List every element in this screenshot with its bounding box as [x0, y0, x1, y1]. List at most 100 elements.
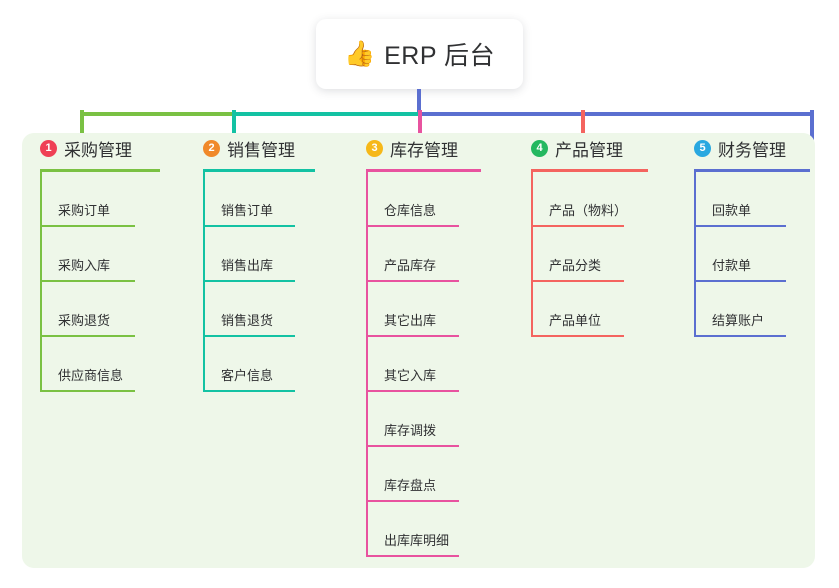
- leaf-node[interactable]: 采购入库: [40, 227, 185, 282]
- leaf-label: 付款单: [712, 258, 752, 273]
- branch-badge-2: 2: [203, 139, 220, 157]
- leaf-node[interactable]: 产品分类: [531, 227, 676, 282]
- root-title: ERP 后台: [384, 42, 496, 70]
- leaf-rule: [694, 225, 786, 227]
- leaf-rule: [40, 390, 135, 392]
- leaf-rule: [203, 390, 295, 392]
- leaf-rule: [366, 225, 459, 227]
- leaf-label: 客户信息: [221, 368, 274, 383]
- leaf-node[interactable]: 其它出库: [366, 282, 513, 337]
- branch-panel: 1 采购管理采购订单采购入库采购退货供应商信息 2 销售管理销售订单销售出库销售退货客…: [22, 133, 815, 568]
- leaf-node[interactable]: 回款单: [694, 172, 815, 227]
- leaf-label: 销售订单: [221, 203, 274, 218]
- branch-column-3: 3 库存管理仓库信息产品库存其它出库其它入库库存调拨库存盘点出库库明细: [348, 133, 513, 557]
- leaf-label: 采购退货: [58, 313, 111, 328]
- leaf-rule: [531, 280, 624, 282]
- leaf-rule: [203, 335, 295, 337]
- leaf-rule: [366, 390, 459, 392]
- branch-body-1: 采购订单采购入库采购退货供应商信息: [40, 172, 185, 392]
- branch-title-4: 产品管理: [555, 140, 623, 160]
- leaf-node[interactable]: 供应商信息: [40, 337, 185, 392]
- leaf-node[interactable]: 产品单位: [531, 282, 676, 337]
- leaf-node[interactable]: 产品库存: [366, 227, 513, 282]
- leaf-rule: [40, 225, 135, 227]
- leaf-rule: [531, 225, 624, 227]
- leaf-label: 产品（物料）: [549, 203, 628, 218]
- leaf-label: 库存调拨: [384, 423, 437, 438]
- branch-body-3: 仓库信息产品库存其它出库其它入库库存调拨库存盘点出库库明细: [366, 172, 513, 557]
- branch-trunk-5: [694, 172, 696, 337]
- leaf-label: 出库库明细: [384, 533, 450, 548]
- leaf-label: 销售出库: [221, 258, 274, 273]
- leaf-node[interactable]: 结算账户: [694, 282, 815, 337]
- leaf-rule: [531, 335, 624, 337]
- branch-trunk-3: [366, 172, 368, 557]
- branch-trunk-2: [203, 172, 205, 392]
- branch-title-3: 库存管理: [390, 140, 458, 160]
- branch-badge-3: 3: [366, 139, 383, 157]
- root-stem: [417, 89, 421, 114]
- leaf-node[interactable]: 客户信息: [203, 337, 348, 392]
- leaf-rule: [366, 280, 459, 282]
- root-node[interactable]: 👍 ERP 后台: [316, 19, 523, 89]
- leaf-node[interactable]: 销售退货: [203, 282, 348, 337]
- leaf-label: 其它入库: [384, 368, 437, 383]
- leaf-label: 采购订单: [58, 203, 111, 218]
- leaf-rule: [366, 445, 459, 447]
- branch-title-1: 采购管理: [64, 140, 132, 160]
- leaf-node[interactable]: 付款单: [694, 227, 815, 282]
- leaf-node[interactable]: 销售订单: [203, 172, 348, 227]
- branch-header-3[interactable]: 3 库存管理: [348, 133, 513, 163]
- branch-rule-2: [203, 169, 315, 172]
- branch-title-5: 财务管理: [718, 140, 786, 160]
- leaf-node[interactable]: 销售出库: [203, 227, 348, 282]
- leaf-node[interactable]: 库存盘点: [366, 447, 513, 502]
- leaf-rule: [366, 500, 459, 502]
- leaf-rule: [203, 225, 295, 227]
- leaf-label: 销售退货: [221, 313, 274, 328]
- thumbs-up-icon: 👍: [343, 39, 376, 68]
- leaf-rule: [694, 280, 786, 282]
- branch-rule-5: [694, 169, 810, 172]
- leaf-node[interactable]: 其它入库: [366, 337, 513, 392]
- connector-stem-1: [80, 110, 84, 140]
- leaf-rule: [694, 335, 786, 337]
- leaf-label: 采购入库: [58, 258, 111, 273]
- branch-body-4: 产品（物料） 产品分类产品单位: [531, 172, 676, 337]
- leaf-rule: [203, 280, 295, 282]
- branch-header-2[interactable]: 2 销售管理: [185, 133, 348, 163]
- leaf-label: 结算账户: [712, 313, 765, 328]
- connector-hbar-1: [80, 112, 232, 116]
- branch-header-1[interactable]: 1 采购管理: [22, 133, 185, 163]
- leaf-label: 其它出库: [384, 313, 437, 328]
- connector-stem-2: [232, 110, 236, 140]
- branch-body-5: 回款单付款单结算账户: [694, 172, 815, 337]
- leaf-node[interactable]: 出库库明细: [366, 502, 513, 557]
- leaf-rule: [366, 555, 459, 557]
- connector-hbar-3: [418, 112, 813, 116]
- branch-rule-4: [531, 169, 648, 172]
- leaf-node[interactable]: 仓库信息: [366, 172, 513, 227]
- connector-stem-4: [581, 110, 585, 140]
- branch-rule-1: [40, 169, 160, 172]
- leaf-label: 产品库存: [384, 258, 437, 273]
- leaf-node[interactable]: 库存调拨: [366, 392, 513, 447]
- leaf-label: 仓库信息: [384, 203, 437, 218]
- branch-title-2: 销售管理: [227, 140, 295, 160]
- leaf-label: 产品分类: [549, 258, 602, 273]
- branch-rule-3: [366, 169, 481, 172]
- leaf-label: 回款单: [712, 203, 752, 218]
- branch-column-1: 1 采购管理采购订单采购入库采购退货供应商信息: [22, 133, 185, 392]
- leaf-node[interactable]: 采购退货: [40, 282, 185, 337]
- leaf-label: 供应商信息: [58, 368, 124, 383]
- leaf-rule: [40, 335, 135, 337]
- leaf-node[interactable]: 采购订单: [40, 172, 185, 227]
- connector-stem-5: [810, 110, 814, 140]
- leaf-node[interactable]: 产品（物料）: [531, 172, 676, 227]
- connector-stem-3: [418, 110, 422, 140]
- branch-badge-1: 1: [40, 139, 57, 157]
